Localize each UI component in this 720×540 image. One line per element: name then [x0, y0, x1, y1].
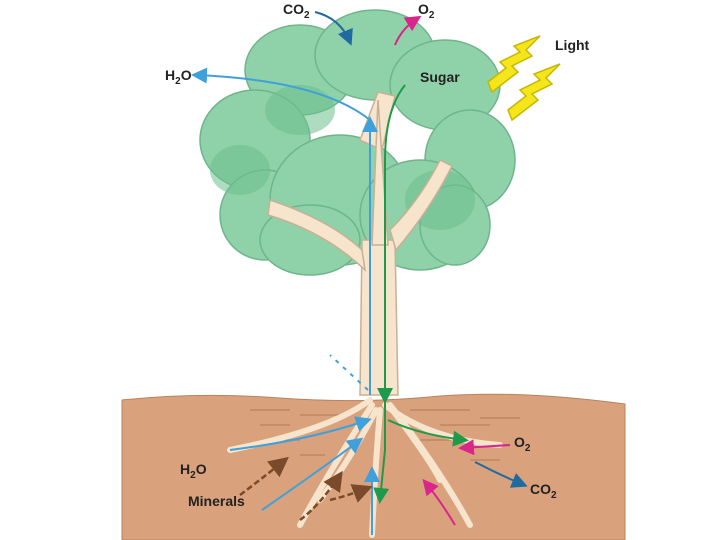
light-label: Light	[555, 37, 590, 53]
minerals-label: Minerals	[188, 493, 245, 509]
mineral-arrows	[239, 456, 373, 521]
o2-top-label: O2	[418, 1, 435, 21]
light-icon	[487, 35, 561, 122]
co2-bottom-label: CO2	[530, 481, 557, 501]
h2o-top-label: H2O	[165, 67, 192, 87]
sugar-label: Sugar	[420, 69, 460, 85]
h2o-bottom-label: H2O	[180, 461, 207, 481]
co2-top-label: CO2	[283, 1, 310, 21]
water-flow	[191, 67, 380, 535]
foliage	[199, 9, 516, 276]
o2-bottom-label: O2	[514, 434, 531, 454]
co2-arrows	[314, 11, 528, 488]
oxygen-arrows	[394, 15, 511, 526]
sugar-flow	[373, 84, 469, 504]
